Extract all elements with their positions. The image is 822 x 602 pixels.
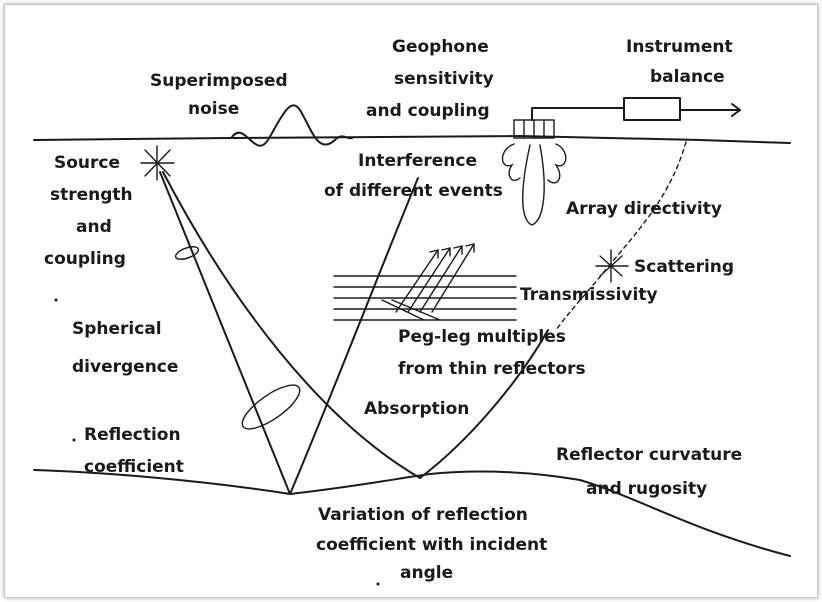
label-absorption: Absorption (364, 399, 469, 419)
speck (376, 582, 380, 586)
label-interference: Interference of different events (324, 151, 503, 201)
label-spherical-divergence: Spherical divergence (72, 319, 178, 377)
label-source-strength: Source strength and coupling (44, 153, 139, 269)
label-reflector-curvature: Reflector curvature and rugosity (556, 445, 748, 499)
label-geophone: Geophone sensitivity and coupling (366, 37, 500, 121)
source-burst-icon (140, 145, 175, 181)
label-array-directivity: Array directivity (566, 199, 722, 219)
ray-pegleg (419, 329, 549, 479)
transmitted-rays (381, 243, 475, 321)
speck (54, 298, 58, 302)
instrument-cable (531, 107, 625, 121)
speck (72, 438, 76, 442)
reflector-surface (33, 469, 791, 557)
ray-reflected-up (289, 177, 419, 495)
ray-left (159, 171, 291, 495)
label-scattering: Scattering (634, 257, 734, 277)
wavefront-small (174, 246, 200, 260)
label-instrument-balance: Instrument balance (626, 37, 739, 87)
ground-surface-line (33, 135, 791, 144)
label-transmissivity: Transmissivity (520, 285, 658, 305)
label-variation: Variation of reflection coefficient with… (316, 505, 553, 583)
noise-wave (231, 104, 353, 147)
scattering-burst-icon (595, 249, 629, 283)
wavefront-large (241, 384, 301, 430)
ray-right (162, 171, 421, 479)
diagram-frame (4, 4, 818, 598)
geophone-array (501, 119, 567, 226)
label-pegleg: Peg-leg multiples from thin reflectors (398, 327, 586, 379)
arrow-head (731, 103, 741, 117)
instrument-box (623, 97, 681, 121)
label-reflection-coefficient: Reflection coefficient (84, 425, 187, 477)
label-superimposed-noise: Superimposed noise (150, 71, 294, 119)
array-directivity-line (555, 141, 687, 331)
